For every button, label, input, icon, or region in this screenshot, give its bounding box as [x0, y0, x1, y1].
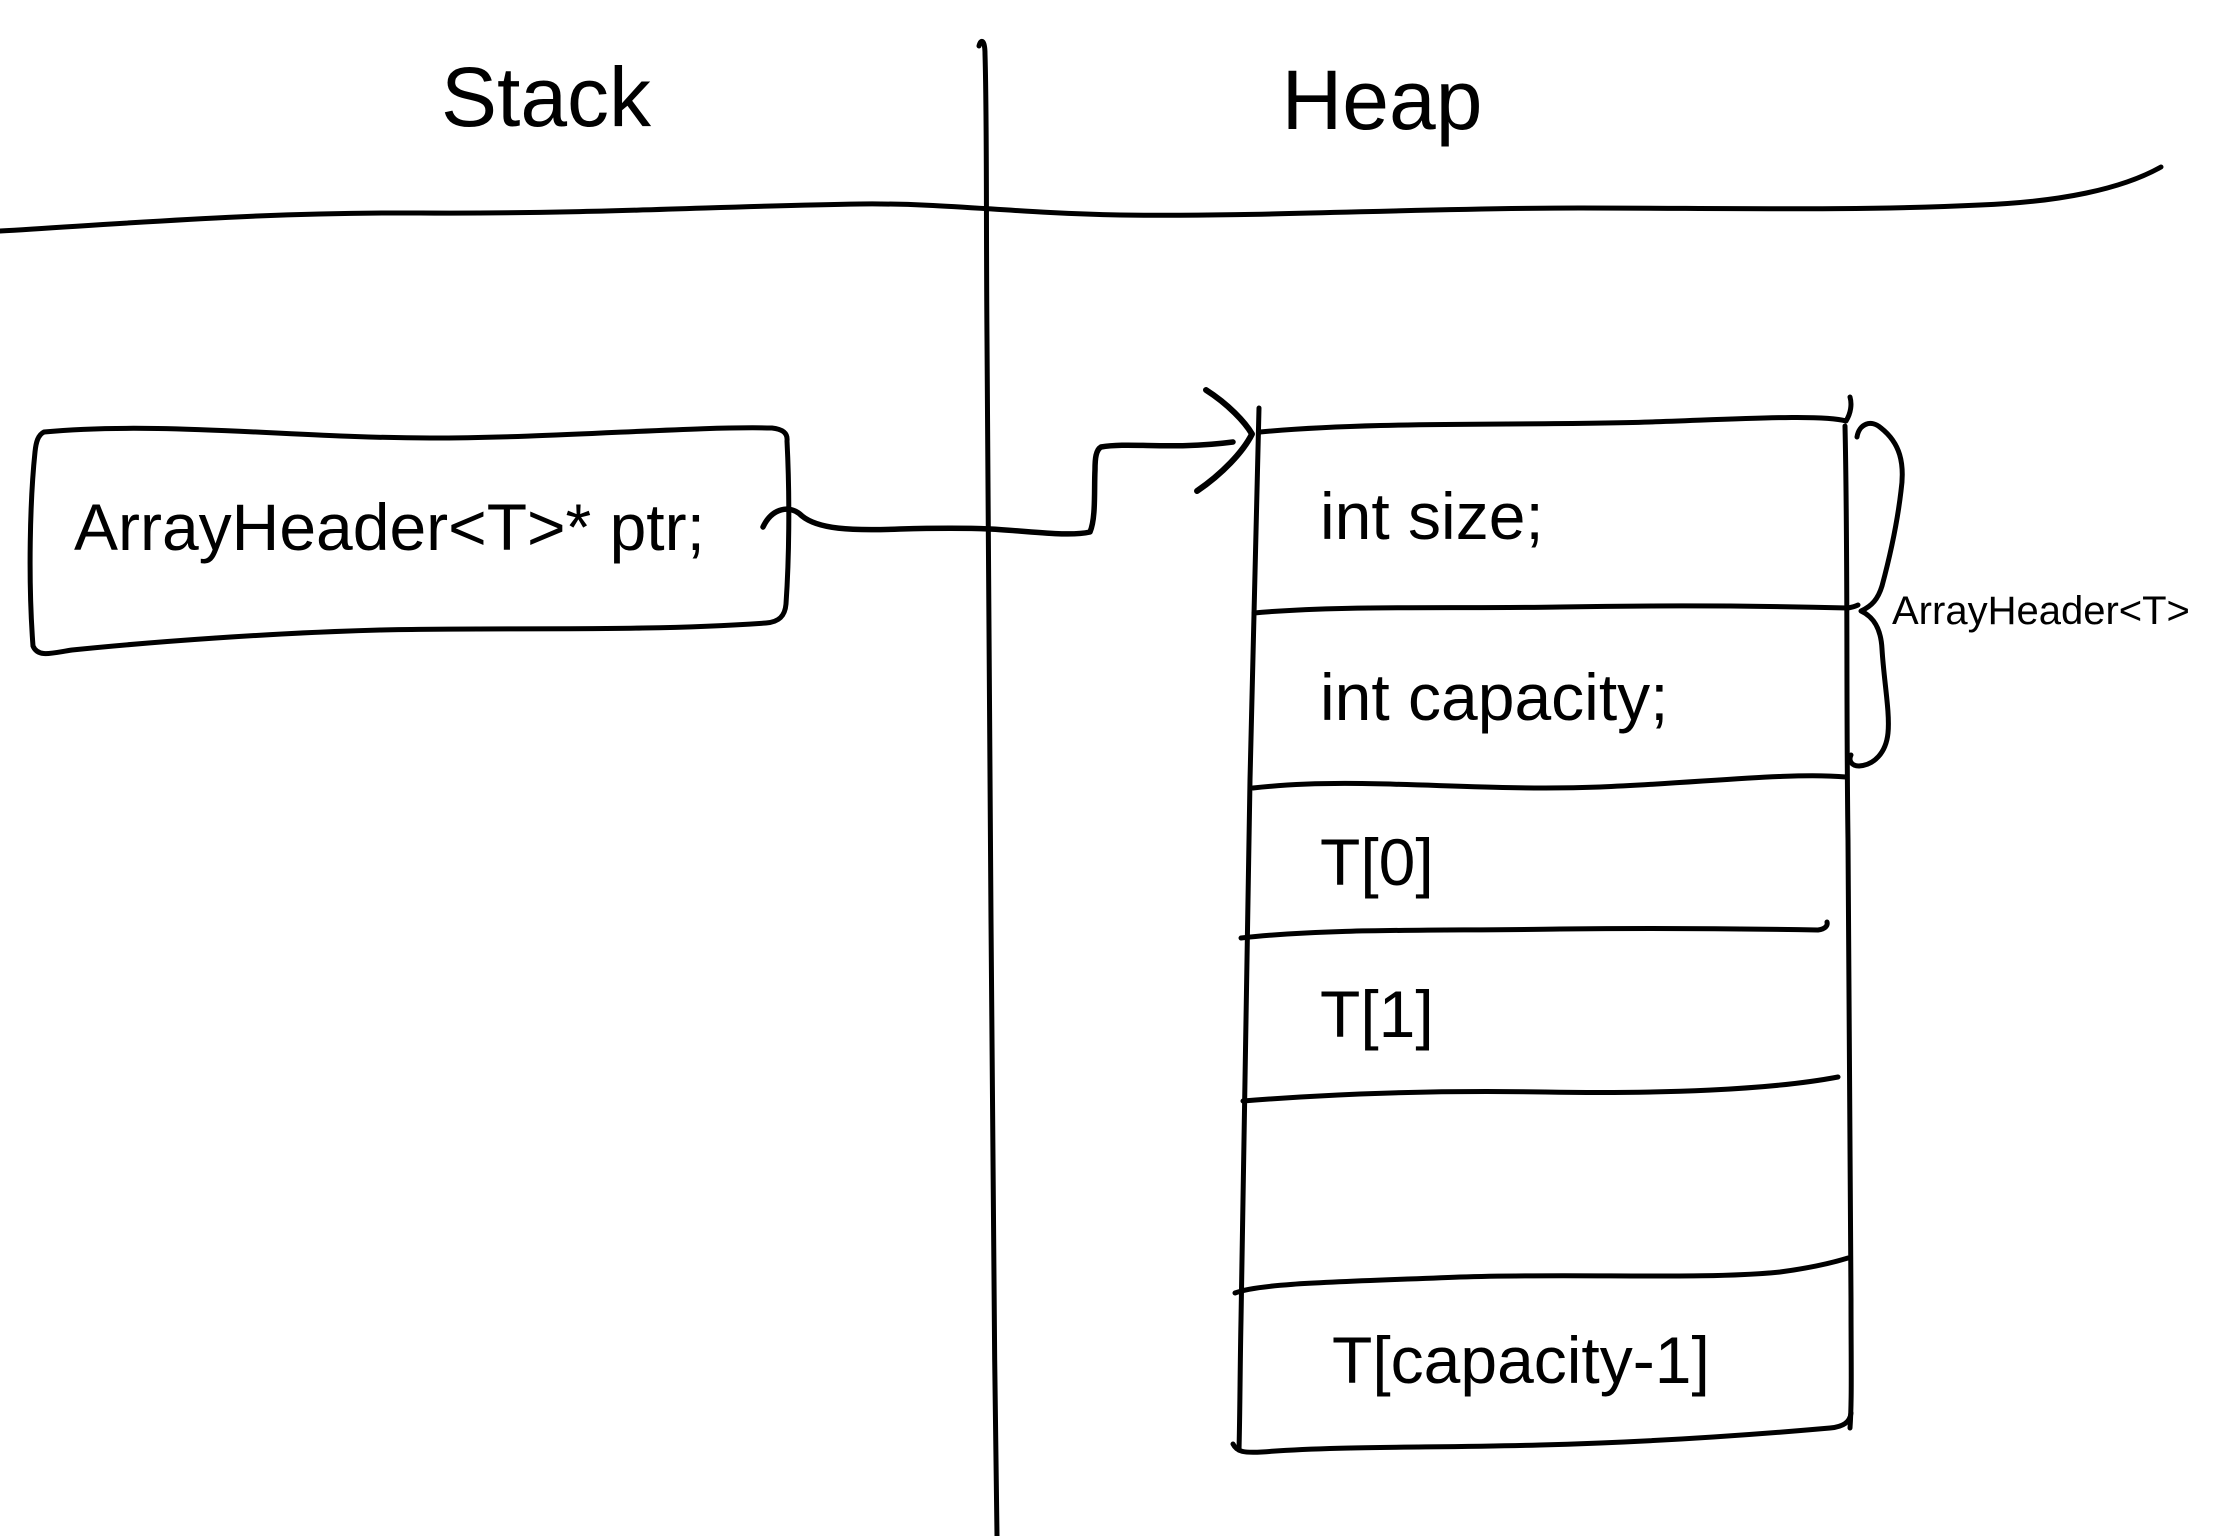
- row-divider-t0-t1: [1238, 919, 1830, 941]
- heap-cell-t1: T[1]: [1320, 977, 1434, 1051]
- row-divider-capacity-t0: [1250, 773, 1849, 791]
- row-divider-size-capacity: [1251, 602, 1861, 616]
- heap-cell-t0: T[0]: [1320, 825, 1434, 899]
- heap-table-top-edge: [1257, 394, 1854, 435]
- row-divider-gap-last: [1232, 1255, 1851, 1296]
- heap-table-bottom-edge: [1230, 1410, 1854, 1455]
- heap-cell-size: int size;: [1320, 479, 1544, 553]
- heap-region-title: Heap: [1281, 53, 1483, 147]
- stack-pointer-declaration: ArrayHeader<T>* ptr;: [74, 490, 705, 564]
- divider-line: [976, 38, 1000, 1536]
- heap-cell-capacity: int capacity;: [1320, 660, 1669, 734]
- stack-region-title: Stack: [440, 50, 652, 144]
- pointer-arrow-line: [760, 439, 1236, 537]
- stack-box-outline: [27, 425, 792, 657]
- array-header-brace-label: ArrayHeader<T>: [1892, 589, 2190, 633]
- row-divider-t1-gap: [1240, 1074, 1841, 1104]
- heap-table-right-edge: [1842, 423, 1854, 1431]
- memory-top-line: [0, 164, 2164, 234]
- pointer-arrowhead: [1194, 387, 1255, 494]
- array-header-brace: [1847, 420, 1905, 769]
- heap-cell-last: T[capacity-1]: [1332, 1323, 1710, 1397]
- heap-table-left-edge: [1236, 405, 1262, 1453]
